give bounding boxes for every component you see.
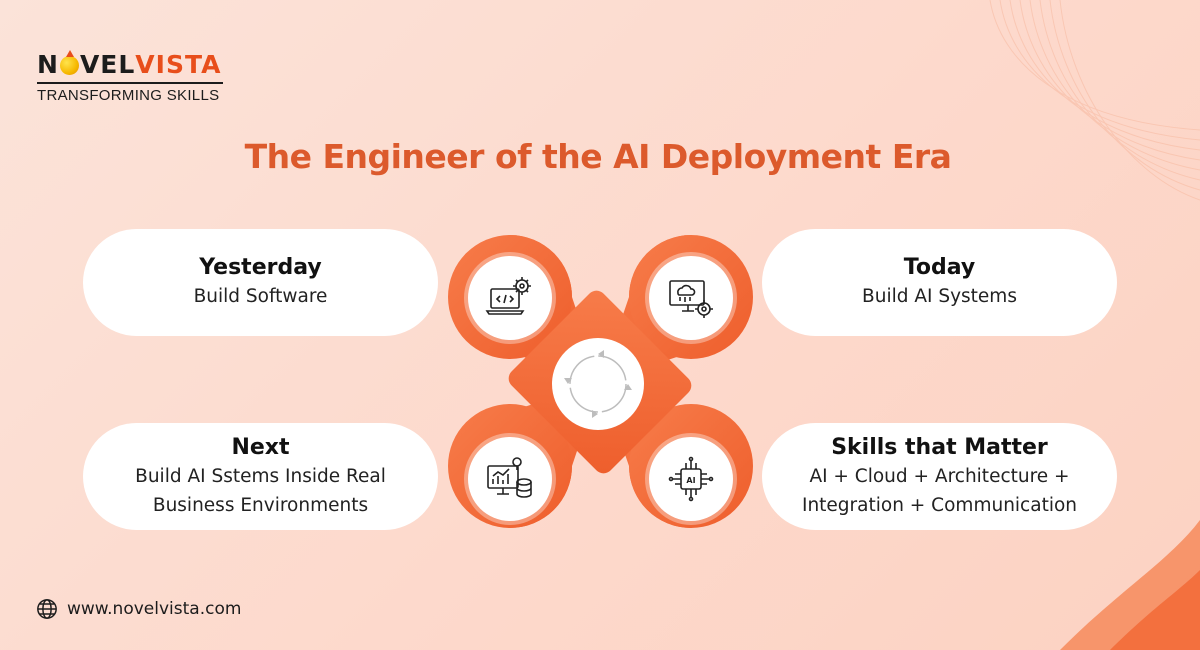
logo-divider [37,82,223,84]
footer-url[interactable]: www.novelvista.com [67,599,242,619]
ai-chip-icon: AI [649,437,733,521]
logo-wordmark: N VEL VISTA [37,49,223,80]
card-today: Today Build AI Systems [762,229,1117,336]
logo-text-vista: VISTA [135,50,222,79]
card-next-text-line1: Build AI Sstems Inside Real [135,465,386,487]
footer-website[interactable]: www.novelvista.com [36,598,241,620]
globe-icon [37,599,57,619]
cycle-arrows-icon [564,350,632,418]
card-yesterday-text: Build Software [193,286,328,307]
logo-letter-n: N [37,50,59,79]
card-skills-text-line1: AI + Cloud + Architecture + [809,465,1070,487]
monitor-chart-database-icon [468,437,552,521]
cycle-hub [552,338,644,430]
logo-tagline: TRANSFORMING SKILLS [37,87,220,104]
card-today-text: Build AI Systems [862,286,1017,307]
laptop-code-gear-icon [468,256,552,340]
card-next: Next Build AI Sstems Inside Real Busines… [83,423,438,530]
card-skills-text-line2: Integration + Communication [801,494,1078,516]
card-next-text-line2: Business Environments [152,494,369,516]
monitor-cloud-gear-icon [649,256,733,340]
card-today-title: Today [903,255,976,280]
logo-bulb-icon [59,49,79,75]
card-yesterday: Yesterday Build Software [83,229,438,336]
card-yesterday-title: Yesterday [199,255,322,280]
page-title: The Engineer of the AI Deployment Era [244,137,952,176]
svg-text:AI: AI [686,476,695,485]
card-skills: Skills that Matter AI + Cloud + Architec… [762,423,1117,530]
card-skills-title: Skills that Matter [831,434,1048,460]
logo-text-vel: VEL [79,50,136,79]
brand-logo: N VEL VISTA TRANSFORMING SKILLS [37,49,223,104]
card-next-title: Next [231,434,290,460]
